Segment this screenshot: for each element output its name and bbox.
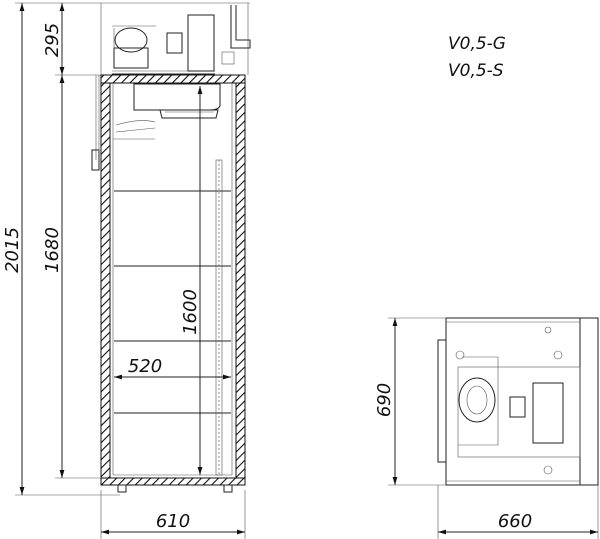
thermostat-box [91, 149, 100, 171]
evaporator [113, 83, 221, 140]
foot-left [117, 484, 127, 493]
bottom-wall [100, 477, 246, 486]
door-hinge [437, 339, 447, 463]
dim-depth: 690 [374, 383, 395, 417]
top-dimensions: 690 660 [374, 317, 599, 539]
top-view [437, 317, 599, 486]
compressor-icon [114, 27, 148, 53]
condenser-icon [187, 14, 215, 72]
front-dimensions: 2015 295 1680 1600 520 610 [2, 2, 246, 539]
dim-interior-height: 1600 [180, 289, 201, 335]
dim-width: 610 [156, 511, 190, 532]
top-wall [100, 74, 246, 84]
front-view [91, 2, 251, 493]
condenser-top-icon [532, 382, 564, 444]
condensing-unit [112, 5, 251, 75]
left-wall [100, 82, 111, 479]
model-label-g: V0,5-G [448, 34, 506, 54]
model-label-s: V0,5-S [448, 61, 504, 81]
dim-top-width: 660 [498, 511, 532, 532]
foot-right [223, 484, 233, 493]
dim-interior-width: 520 [128, 356, 162, 377]
dim-cabinet-height: 1680 [42, 227, 63, 273]
compressor-top-icon [458, 377, 496, 423]
right-wall [235, 82, 246, 479]
fan-top-icon [509, 396, 526, 418]
fan-motor-icon [166, 32, 183, 54]
shelves [114, 190, 231, 414]
dim-overall-height: 2015 [2, 227, 23, 273]
dim-unit-height: 295 [42, 23, 63, 57]
